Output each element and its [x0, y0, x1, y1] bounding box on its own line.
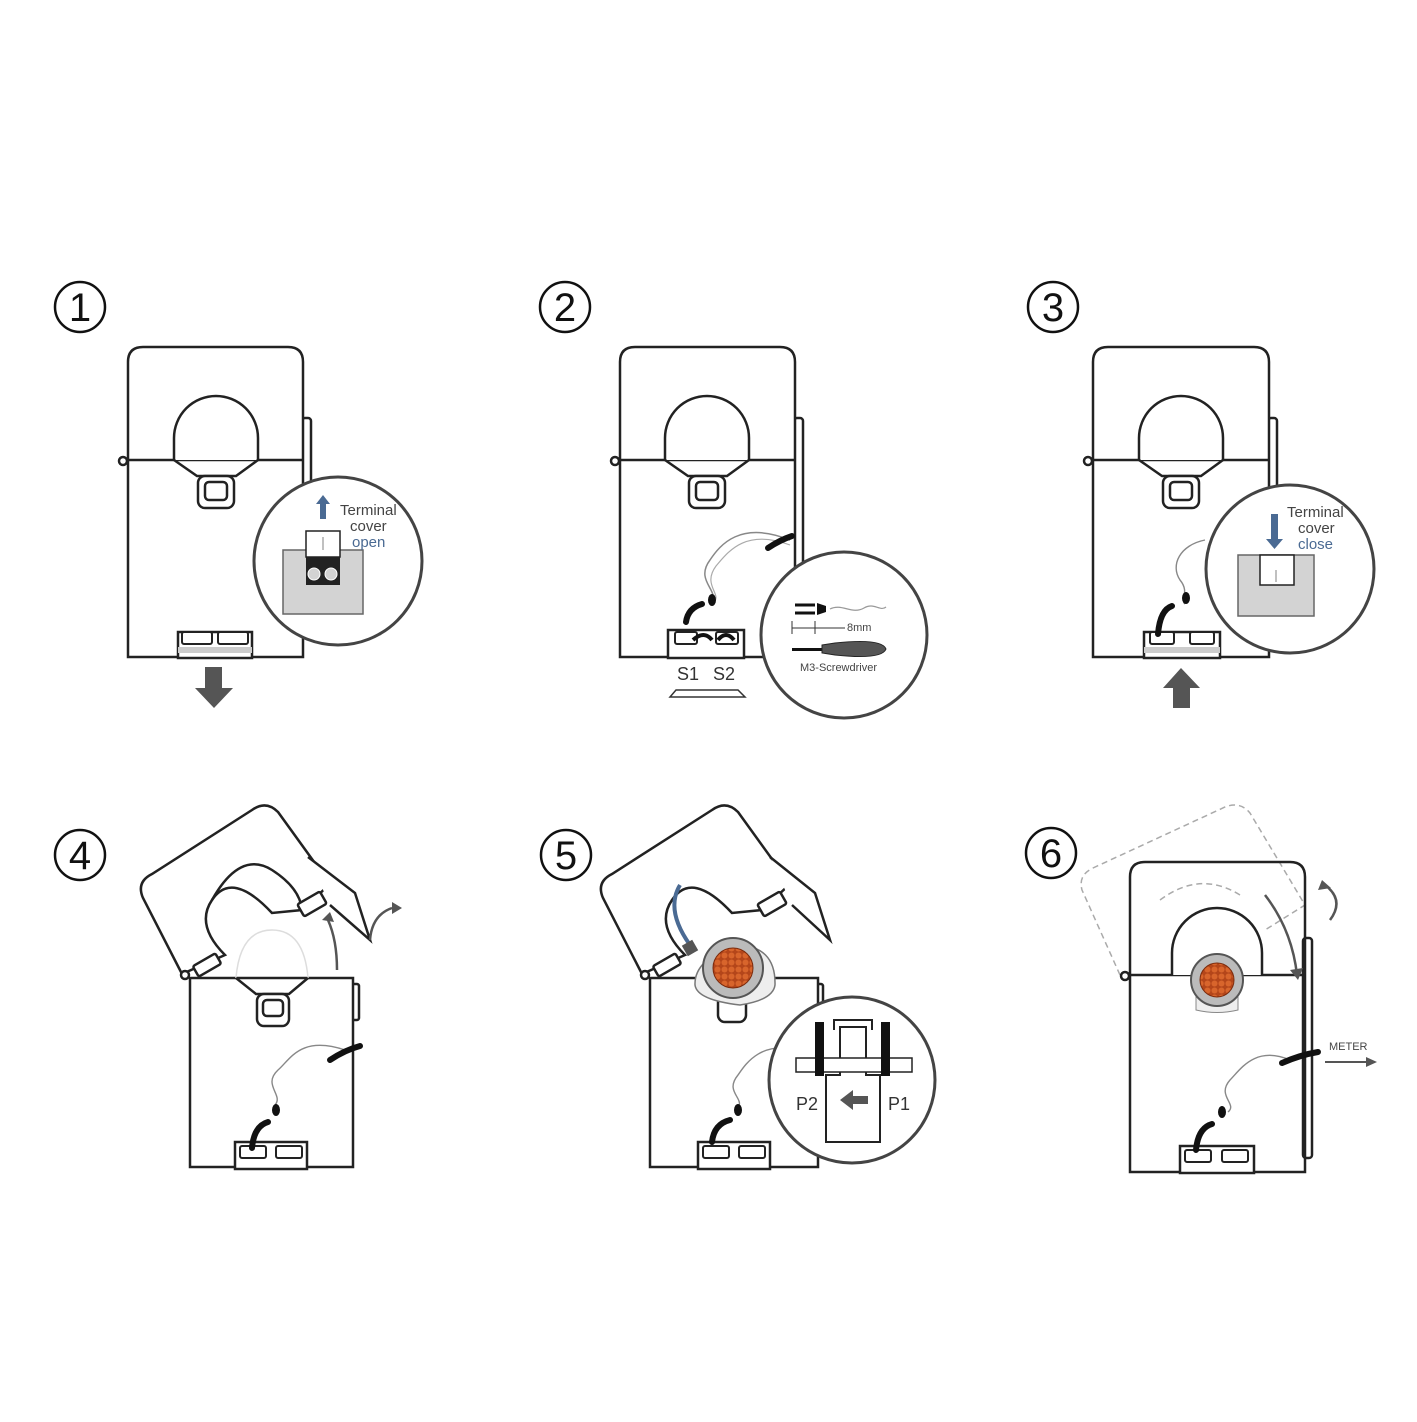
step-2-screwdriver-icon	[792, 641, 887, 657]
step-4-number: 4	[69, 834, 91, 878]
step-3-push-arrow-icon	[1163, 668, 1200, 708]
step-4-badge: 4	[53, 828, 107, 882]
step-2-wire	[683, 531, 795, 642]
step-5-p1-label: P1	[888, 1094, 910, 1114]
step-6-close-arrow-icon	[1264, 894, 1299, 976]
step-1-up-arrow-icon	[316, 495, 330, 519]
step-4-rotate-arrow-icon	[368, 906, 393, 941]
step-5: 5	[539, 804, 937, 1171]
step-3-down-arrow-icon	[1266, 514, 1283, 549]
step-1-badge: 1	[53, 280, 107, 334]
step-3-cover-label: cover	[1298, 520, 1335, 537]
step-3: 3 Terminal co	[1026, 280, 1376, 708]
step-1-open-label: open	[352, 534, 385, 551]
step-4-ct-base	[188, 929, 361, 1171]
step-2-strip-length-label: 8mm	[847, 622, 871, 634]
step-1-pull-arrow-icon	[195, 667, 233, 708]
step-6-number: 6	[1040, 832, 1062, 876]
step-1: 1 Terminal cover	[53, 280, 424, 708]
step-5-wire	[709, 1047, 801, 1145]
step-2-s2-label: S2	[713, 664, 735, 684]
step-2-number: 2	[554, 286, 576, 330]
step-3-close-label: close	[1298, 536, 1333, 553]
step-1-terminal-label: Terminal	[340, 502, 397, 519]
step-1-cover-label: cover	[350, 518, 387, 535]
step-5-ct-jaw-open	[599, 804, 833, 981]
step-6-ct-body	[1119, 860, 1314, 1175]
step-5-cable-icon	[672, 883, 692, 947]
step-4-ct-jaw-open	[139, 804, 373, 981]
step-1-zoom-callout: Terminal cover open	[252, 475, 424, 647]
step-5-conductor	[694, 937, 776, 1006]
step-2-s1-label: S1	[677, 664, 699, 684]
step-3-terminal-label: Terminal	[1287, 504, 1344, 521]
step-2: 2 S1 S2	[538, 280, 929, 720]
step-5-direction-arrow-icon	[840, 1090, 868, 1110]
step-2-terminal-cover	[668, 689, 747, 698]
step-3-number: 3	[1042, 286, 1064, 330]
step-2-badge: 2	[538, 280, 592, 334]
step-5-badge: 5	[539, 828, 593, 882]
step-3-badge: 3	[1026, 280, 1080, 334]
step-2-ct-body	[609, 345, 805, 660]
step-1-number: 1	[69, 286, 91, 330]
step-6-jaw-ghost	[1080, 804, 1307, 976]
step-6-conductor	[1190, 953, 1244, 1013]
step-6-wire	[1193, 1049, 1321, 1153]
step-6-meter-label: METER	[1329, 1041, 1368, 1053]
step-6: 6 METER	[1024, 804, 1377, 1175]
step-5-p2-label: P2	[796, 1094, 818, 1114]
step-4-lift-arrow-icon	[326, 919, 339, 971]
step-3-wire	[1155, 539, 1206, 637]
step-5-zoom-callout: P2 P1	[767, 995, 937, 1165]
step-5-number: 5	[555, 834, 577, 878]
step-3-zoom-callout: Terminal cover close	[1204, 483, 1376, 655]
step-4-wire	[249, 1043, 363, 1151]
step-6-badge: 6	[1024, 826, 1078, 880]
step-2-tool-label: M3-Screwdriver	[800, 662, 877, 674]
step-2-zoom-callout: 8mm M3-Screwdriver	[759, 550, 929, 720]
step-4: 4	[53, 804, 402, 1171]
step-6-rotate-arrow-icon	[1324, 884, 1338, 921]
step-5-ct-base	[648, 976, 825, 1171]
step-6-meter-arrow-icon	[1325, 1057, 1377, 1067]
